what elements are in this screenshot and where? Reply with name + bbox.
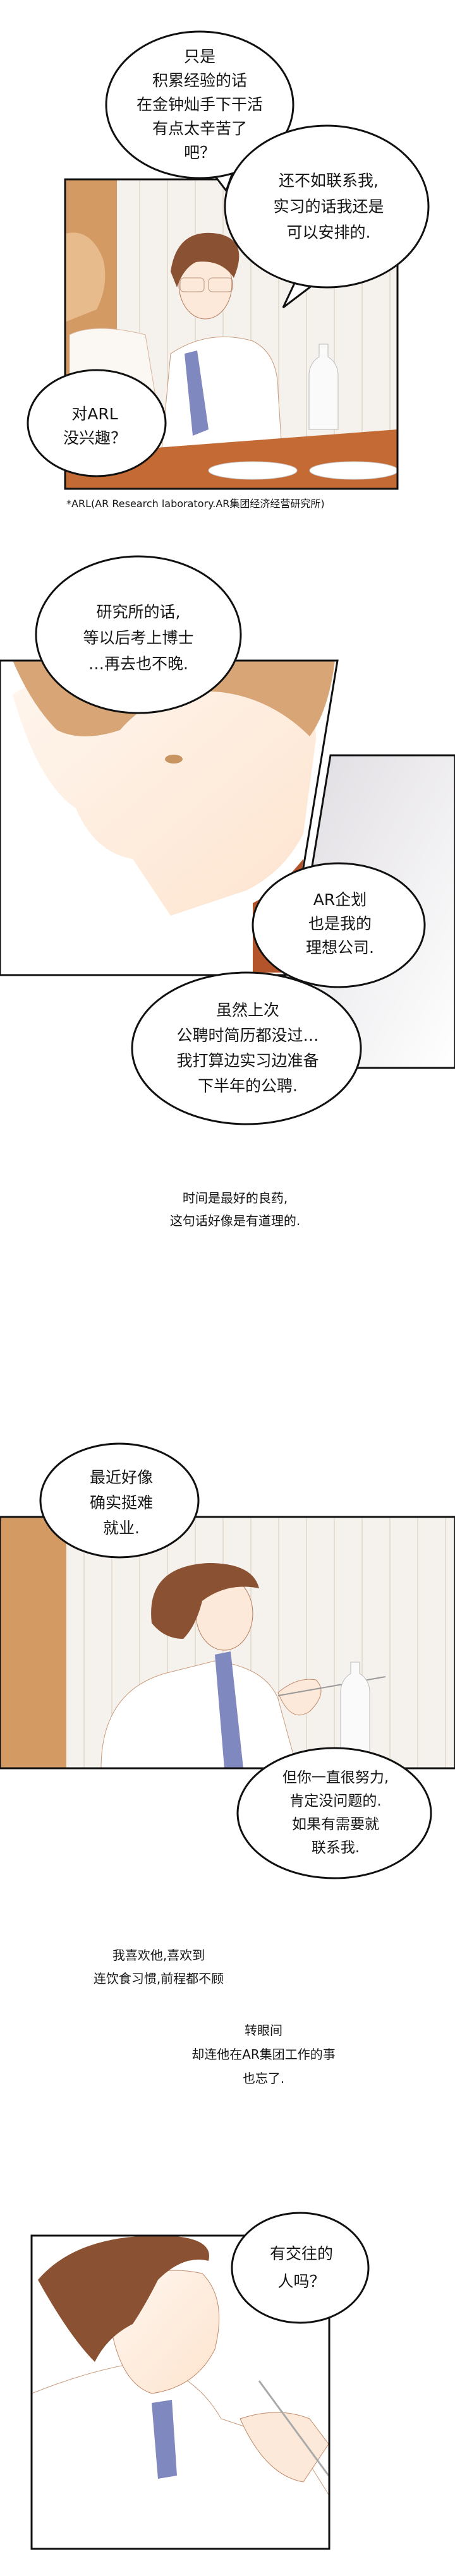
narration-line: 连饮食习惯,前程都不顾: [93, 1971, 224, 1986]
panel-5-closeup: [32, 2236, 329, 2549]
bubble-line: 就业.: [103, 1519, 140, 1537]
narration-line: 却连他在AR集团工作的事: [191, 2047, 336, 2062]
bubble-line: 联系我.: [311, 1840, 360, 1856]
bubble-line: 可以安排的.: [286, 223, 371, 242]
bubble-line: 吧？: [183, 143, 216, 162]
bubble-line: 有点太辛苦了: [152, 119, 248, 138]
man-hair: [151, 1563, 259, 1639]
bubble-line: 理想公司.: [306, 938, 374, 957]
bubble-line: 有交往的: [269, 2244, 334, 2263]
man-tie: [185, 350, 209, 436]
man-hair: [171, 232, 240, 287]
bubble-line: 人吗？: [277, 2272, 325, 2291]
narration-line: 我喜欢他,喜欢到: [112, 1948, 205, 1963]
man-shirt: [100, 1660, 298, 1768]
bubble-line: 肯定没问题的.: [289, 1793, 382, 1809]
foreground-head: [65, 232, 106, 322]
bubble-9-text: 有交往的 人吗？: [270, 2240, 333, 2296]
bubble-6-text: 虽然上次 公聘时简历都没过… 我打算边实习边准备 下半年的公聘.: [176, 998, 318, 1099]
panel-2-closeup: [0, 661, 337, 975]
bubble-line: 虽然上次: [215, 1001, 280, 1019]
panel-4-border: [0, 1516, 455, 1770]
man-tie: [215, 1651, 243, 1768]
narration-line: 转眼间: [244, 2023, 282, 2038]
bubble-line: 实习的话我还是: [273, 197, 384, 216]
narration-line: 也忘了.: [242, 2071, 285, 2086]
bubble-line: 最近好像: [89, 1468, 154, 1487]
bubble-3-text: 对ARL 没兴趣？: [63, 402, 126, 450]
bubble-line: 下半年的公聘.: [198, 1077, 298, 1095]
panel-4-restaurant: [0, 1517, 455, 1768]
bubble-line: 积累经验的话: [152, 71, 248, 90]
bubble-line: 我打算边实习边准备: [176, 1051, 319, 1070]
bubble-line: AR企划: [313, 890, 367, 909]
bubble-8-text: 但你一直很努力, 肯定没问题的. 如果有需要就 联系我.: [282, 1766, 389, 1860]
wine-bottle: [308, 344, 339, 430]
narration-1: 时间是最好的良药, 这句话好像是有道理的.: [170, 1187, 300, 1232]
bubble-line: 但你一直很努力,: [282, 1770, 389, 1786]
narration-line: 时间是最好的良药,: [182, 1190, 288, 1206]
bubble-4-text: 研究所的话, 等以后考上博士 …再去也不晚.: [83, 599, 193, 677]
bubble-line: 在金钟灿手下干活: [136, 95, 264, 114]
narration-2: 我喜欢他,喜欢到 连饮食习惯,前程都不顾: [94, 1944, 224, 1991]
narration-line: 这句话好像是有道理的.: [169, 1213, 301, 1228]
bubble-line: 只是: [183, 47, 216, 66]
bubble-line: 等以后考上博士: [83, 628, 194, 647]
bubble-line: 如果有需要就: [292, 1816, 379, 1833]
bubble-line: 没兴趣？: [63, 429, 127, 447]
bubble-line: 还不如联系我,: [279, 171, 379, 190]
bubble-line: 公聘时简历都没过…: [176, 1026, 319, 1045]
bubble-line: …再去也不晚.: [88, 654, 188, 673]
wood-wall: [0, 1517, 66, 1768]
bubble-2-text: 还不如联系我, 实习的话我还是 可以安排的.: [273, 168, 384, 246]
man-tie: [152, 2400, 177, 2479]
panel-5-border: [30, 2234, 331, 2550]
footnote-caption: *ARL(AR Research laboratory.AR集团经济经营研究所): [66, 498, 325, 510]
wine-bottle: [340, 1662, 370, 1768]
bubble-5-text: AR企划 也是我的 理想公司.: [306, 888, 374, 960]
bubble-line: 也是我的: [308, 914, 372, 933]
bubble-line: 对ARL: [71, 405, 118, 423]
eye: [165, 755, 183, 764]
bubble-1-text: 只是 积累经验的话 在金钟灿手下干活 有点太辛苦了 吧？: [136, 45, 263, 165]
narration-3: 转眼间 却连他在AR集团工作的事 也忘了.: [191, 2018, 336, 2090]
bubble-line: 确实挺难: [89, 1494, 154, 1512]
bubble-line: 研究所的话,: [96, 602, 181, 621]
bubble-7-text: 最近好像 确实挺难 就业.: [90, 1465, 153, 1541]
man-hair: [38, 2236, 209, 2362]
